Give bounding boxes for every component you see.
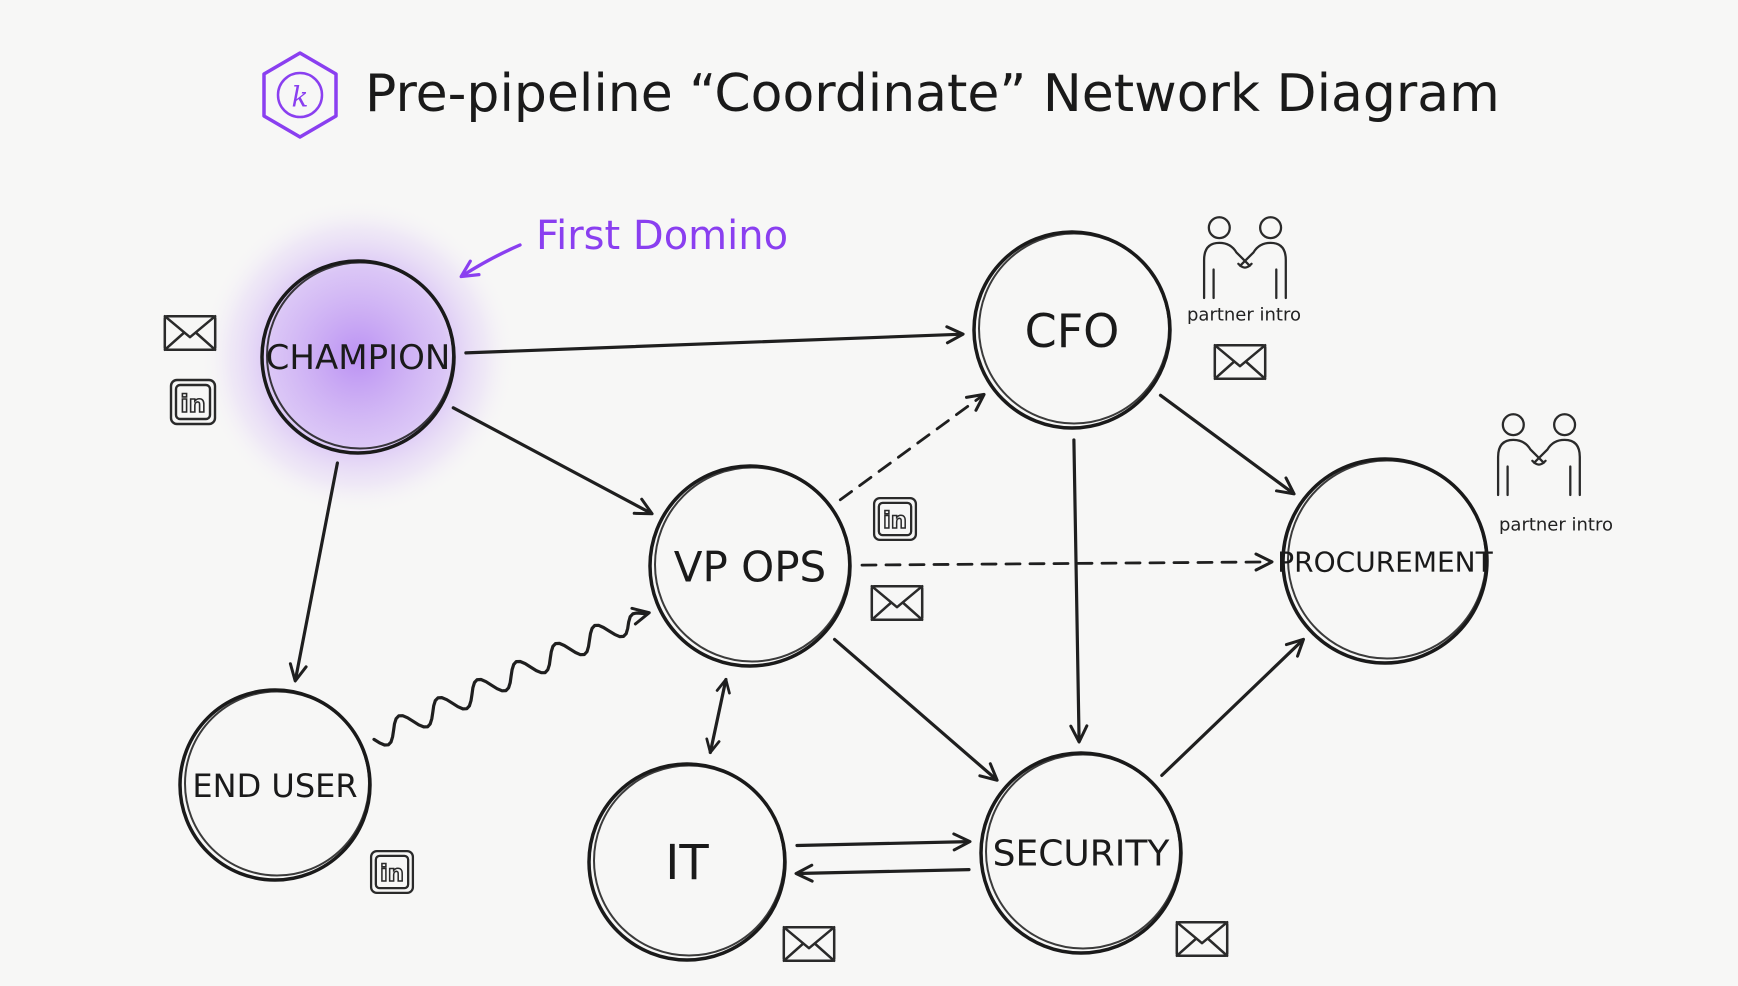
edge-cfo-to-security bbox=[1069, 438, 1089, 744]
node-ring bbox=[1281, 457, 1489, 665]
node-ring bbox=[587, 762, 787, 962]
annotation-it bbox=[782, 925, 836, 963]
node-ring bbox=[260, 259, 456, 455]
node-ring bbox=[979, 751, 1183, 955]
node-label: IT bbox=[665, 835, 709, 891]
node-label: VP OPS bbox=[674, 543, 826, 592]
node-procurement: PROCUREMENT bbox=[1277, 457, 1494, 665]
node-ring-sketch bbox=[593, 764, 785, 957]
annotation-vp-ops: in bbox=[870, 496, 924, 622]
edge-end-user-to-vp-ops bbox=[372, 606, 651, 747]
champion-glow bbox=[198, 197, 518, 517]
callout-arrow bbox=[459, 243, 522, 279]
handshake-icon bbox=[1496, 413, 1581, 497]
edge-vp-ops-to-procurement bbox=[860, 552, 1274, 572]
node-cfo: CFO bbox=[972, 230, 1172, 430]
callout-label: First Domino bbox=[536, 213, 788, 259]
page-title: Pre-pipeline “Coordinate” Network Diagra… bbox=[365, 64, 1500, 124]
node-ring bbox=[178, 688, 372, 882]
node-ring-sketch bbox=[1287, 459, 1487, 660]
node-ring-sketch bbox=[266, 261, 454, 450]
partner-intro-label: partner intro bbox=[1187, 305, 1301, 326]
edge-vp-ops-to-security bbox=[832, 637, 999, 782]
logo-letter: k bbox=[292, 81, 309, 114]
icons-layer: in partner intro partner intro in in bbox=[163, 216, 1613, 963]
node-label: CFO bbox=[1025, 304, 1120, 358]
node-label: PROCUREMENT bbox=[1277, 546, 1493, 579]
node-champion: CHAMPION bbox=[260, 259, 456, 455]
envelope-icon bbox=[782, 925, 836, 963]
handshake-icon bbox=[1202, 216, 1287, 300]
envelope-icon bbox=[870, 584, 924, 622]
node-ring-sketch bbox=[184, 690, 370, 877]
linkedin-icon: in bbox=[872, 496, 918, 542]
node-ring bbox=[648, 464, 852, 668]
hexagon-k-logo-icon: k bbox=[262, 51, 338, 139]
annotation-champion: in bbox=[163, 314, 217, 426]
svg-text:in: in bbox=[180, 390, 205, 418]
svg-text:in: in bbox=[883, 508, 907, 534]
envelope-icon bbox=[163, 314, 217, 352]
annotation-security bbox=[1175, 920, 1229, 958]
edge-security-to-procurement bbox=[1160, 637, 1306, 778]
annotation-end-user: in bbox=[369, 849, 415, 895]
edges-layer bbox=[288, 325, 1306, 883]
first-domino-callout: First Domino bbox=[459, 213, 788, 279]
edge-it-to-security bbox=[795, 832, 972, 852]
node-label: END USER bbox=[192, 767, 357, 805]
node-ring-sketch bbox=[985, 753, 1181, 950]
node-ring-sketch bbox=[654, 466, 850, 663]
nodes-layer: CHAMPION CFO VP OPS PROCUREMENT END USER IT SE… bbox=[178, 230, 1494, 962]
partner-intro-label: partner intro bbox=[1499, 515, 1613, 536]
edge-champion-to-cfo bbox=[464, 325, 965, 355]
edge-champion-to-vp-ops bbox=[451, 406, 654, 516]
node-ring-sketch bbox=[978, 232, 1170, 425]
edge-cfo-to-procurement bbox=[1158, 393, 1296, 496]
annotation-procurement: partner intro bbox=[1496, 413, 1613, 536]
envelope-icon bbox=[1175, 920, 1229, 958]
edge-vp-ops-to-it bbox=[705, 677, 731, 755]
node-end-user: END USER bbox=[178, 688, 372, 882]
annotation-cfo: partner intro bbox=[1187, 216, 1301, 381]
envelope-icon bbox=[1213, 343, 1267, 381]
node-label: CHAMPION bbox=[266, 338, 451, 378]
node-ring bbox=[972, 230, 1172, 430]
node-vp-ops: VP OPS bbox=[648, 464, 852, 668]
node-security: SECURITY bbox=[979, 751, 1183, 955]
edge-vp-ops-to-cfo bbox=[838, 392, 986, 502]
edge-champion-to-end-user bbox=[288, 461, 339, 683]
edge-security-to-it bbox=[794, 863, 971, 883]
svg-text:in: in bbox=[380, 861, 404, 887]
node-label: SECURITY bbox=[993, 834, 1171, 875]
linkedin-icon: in bbox=[169, 378, 217, 426]
linkedin-icon: in bbox=[369, 849, 415, 895]
title-group: k Pre-pipeline “Coordinate” Network Diag… bbox=[262, 51, 1500, 139]
node-it: IT bbox=[587, 762, 787, 962]
